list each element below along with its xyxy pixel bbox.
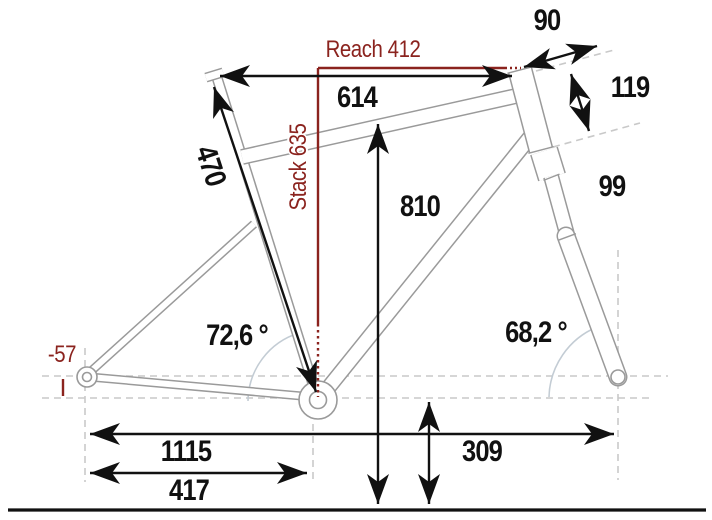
bottom-bracket-axle bbox=[308, 390, 328, 410]
rear-axle bbox=[81, 371, 93, 383]
top-tube-dimension-label: 614 bbox=[336, 81, 378, 114]
head-angle-arc bbox=[548, 326, 598, 398]
stack-dimension-label: Stack 635 bbox=[285, 123, 312, 211]
dimension-arrows bbox=[90, 43, 614, 504]
reach-dimension-label: Reach 412 bbox=[325, 36, 421, 63]
standover-dimension-label: 810 bbox=[399, 190, 441, 223]
fork-outline bbox=[507, 66, 628, 387]
frame-outline bbox=[85, 66, 554, 404]
chainstay-dimension-label: 417 bbox=[168, 474, 210, 507]
head-tube-bottom-extension-guide bbox=[552, 122, 641, 148]
head-tube-dimension-label: 119 bbox=[610, 71, 650, 104]
stem-dimension-arrow bbox=[523, 43, 598, 70]
bearing-points bbox=[76, 366, 626, 420]
head-tube-angle-label: 68,2 ° bbox=[505, 316, 568, 349]
stem-dimension-label: 90 bbox=[533, 4, 562, 37]
seat-tube-angle-label: 72,6 ° bbox=[206, 319, 269, 352]
head-tube-dimension-arrow bbox=[569, 73, 591, 132]
bb-drop-label: -57 bbox=[47, 341, 77, 368]
seat-tube-dimension-arrow bbox=[212, 86, 318, 393]
wheelbase-dimension-label: 1115 bbox=[160, 435, 212, 468]
front-axle bbox=[610, 369, 626, 385]
bb-height-dimension-label: 309 bbox=[461, 435, 503, 468]
fork-dimension-label: 99 bbox=[598, 170, 627, 203]
